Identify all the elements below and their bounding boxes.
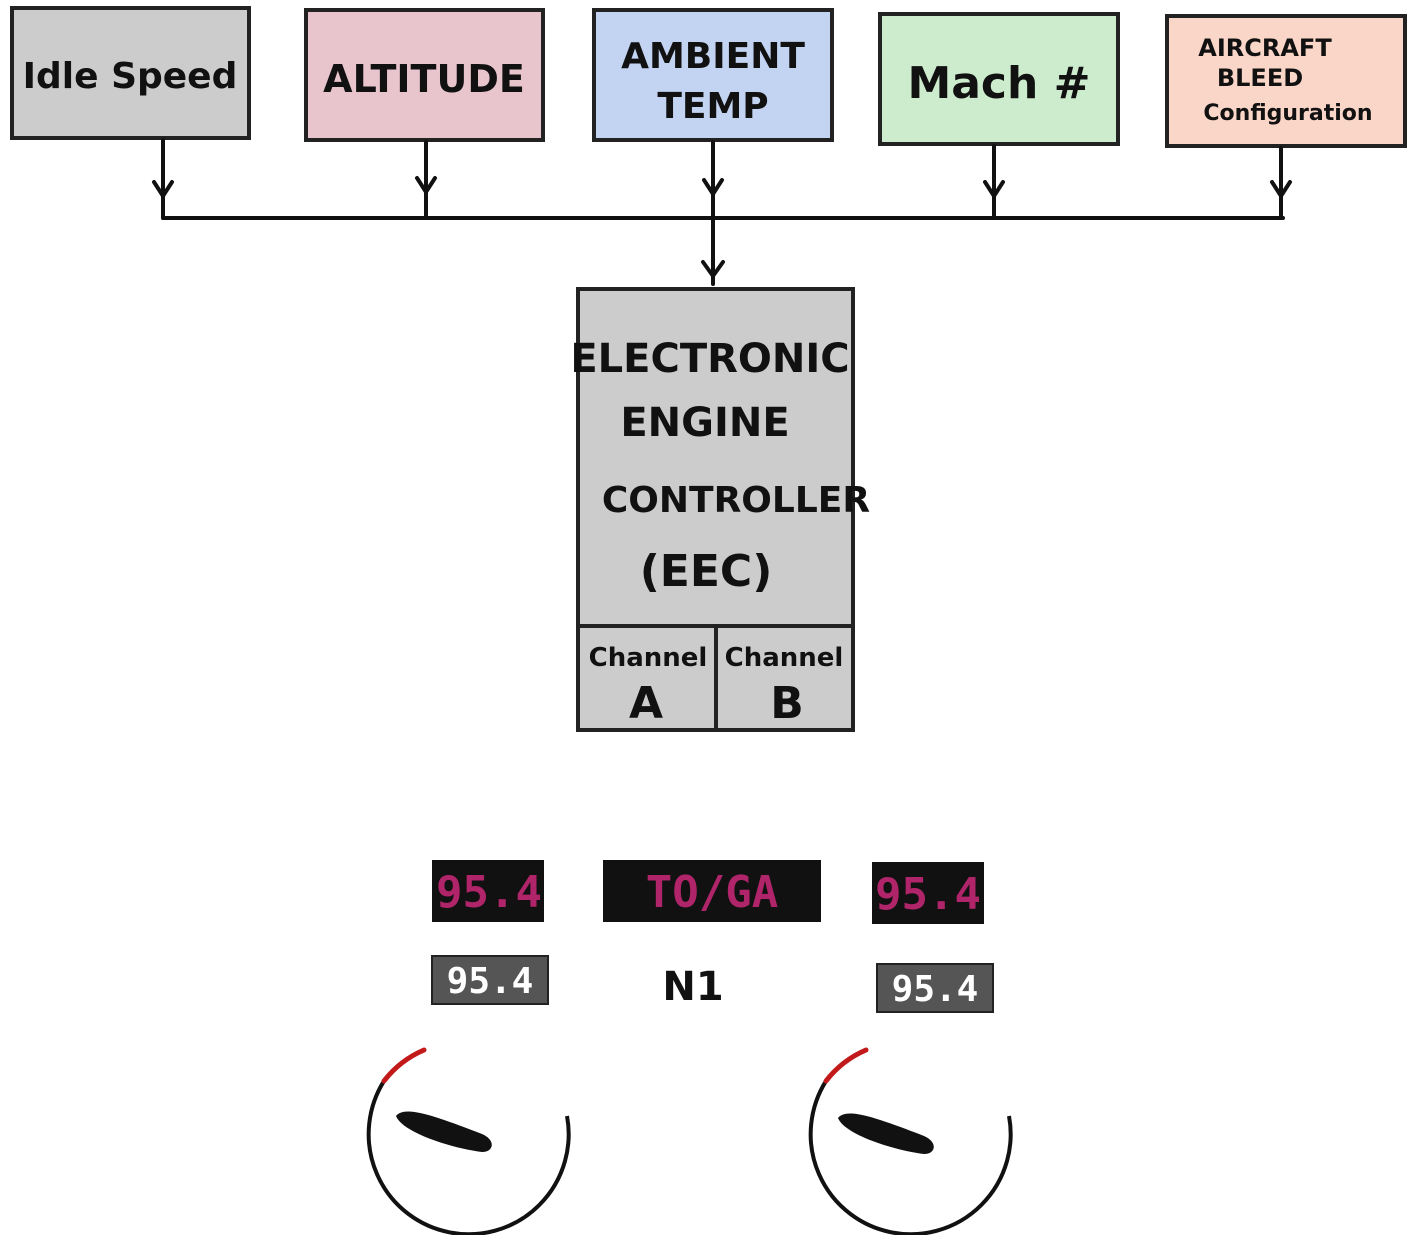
arrow-head-mach xyxy=(983,180,1005,198)
channel-a-label: Channel xyxy=(589,643,708,673)
channel-b-label: Channel xyxy=(725,643,844,673)
channel-a: Channel A xyxy=(589,643,708,729)
eec-label-electronic: ELECTRONIC xyxy=(570,336,849,382)
input-label-temp: TEMP xyxy=(657,86,768,127)
arrow-head-ambient-temp xyxy=(702,178,724,196)
input-label-ambient: AMBIENT xyxy=(621,36,805,77)
dial-right-needle xyxy=(838,1113,934,1154)
input-box-idle-speed: Idle Speed xyxy=(10,6,251,140)
dial-left-arc xyxy=(366,1079,571,1235)
input-box-altitude-rect xyxy=(304,8,545,142)
input-bus xyxy=(161,138,1285,286)
target-readout-left: 95.4 xyxy=(436,867,542,918)
n1-dial-right xyxy=(808,1047,1013,1235)
input-label-aircraft: AIRCRAFT xyxy=(1198,34,1332,62)
dial-left-redline xyxy=(381,1047,427,1084)
input-label-idle-speed: Idle Speed xyxy=(23,56,238,97)
dial-right-redline xyxy=(823,1047,869,1084)
parameter-label-n1: N1 xyxy=(662,964,723,1010)
arrow-head-aircraft-bleed xyxy=(1270,180,1292,198)
thrust-mode-annunciator: TO/GA xyxy=(646,867,778,918)
n1-dial-left xyxy=(366,1047,571,1235)
target-readout-left-bg xyxy=(432,860,544,922)
eec-label-controller: CONTROLLER xyxy=(602,480,870,521)
input-box-altitude: ALTITUDE xyxy=(304,8,545,142)
channel-a-letter: A xyxy=(629,678,663,729)
input-label-configuration: Configuration xyxy=(1203,101,1372,126)
engine-display: 95.4 TO/GA 95.4 95.4 N1 95.4 xyxy=(366,860,1013,1235)
arrow-head-altitude xyxy=(415,176,437,194)
channel-b: Channel B xyxy=(725,643,844,729)
eec-label-engine: ENGINE xyxy=(620,400,789,446)
input-label-bleed: BLEED xyxy=(1217,64,1303,92)
thrust-mode-bg xyxy=(603,860,821,922)
actual-readout-left: 95.4 xyxy=(447,961,534,1002)
channel-b-letter: B xyxy=(770,678,804,729)
eec-label-eec: (EEC) xyxy=(640,546,773,597)
input-box-aircraft-bleed-rect xyxy=(1165,14,1407,148)
arrow-head-idle-speed xyxy=(152,180,174,198)
input-box-idle-speed-rect xyxy=(10,6,251,140)
actual-readout-left-bg xyxy=(431,955,549,1005)
eec-box: ELECTRONIC ENGINE CONTROLLER (EEC) Chann… xyxy=(570,287,870,732)
target-readout-right-bg xyxy=(872,862,984,924)
input-label-mach: Mach # xyxy=(907,58,1090,109)
input-box-aircraft-bleed: AIRCRAFT BLEED Configuration xyxy=(1165,14,1407,148)
input-box-mach-rect xyxy=(878,12,1120,146)
input-box-ambient-temp: AMBIENT TEMP xyxy=(592,8,834,142)
actual-readout-right-bg xyxy=(876,963,994,1013)
actual-readout-right: 95.4 xyxy=(892,969,979,1010)
dial-left-needle xyxy=(396,1111,492,1152)
target-readout-right: 95.4 xyxy=(875,869,981,920)
arrow-head-eec xyxy=(701,260,725,278)
dial-right-arc xyxy=(808,1079,1013,1235)
input-box-mach: Mach # xyxy=(878,12,1120,146)
input-label-altitude: ALTITUDE xyxy=(323,57,525,101)
